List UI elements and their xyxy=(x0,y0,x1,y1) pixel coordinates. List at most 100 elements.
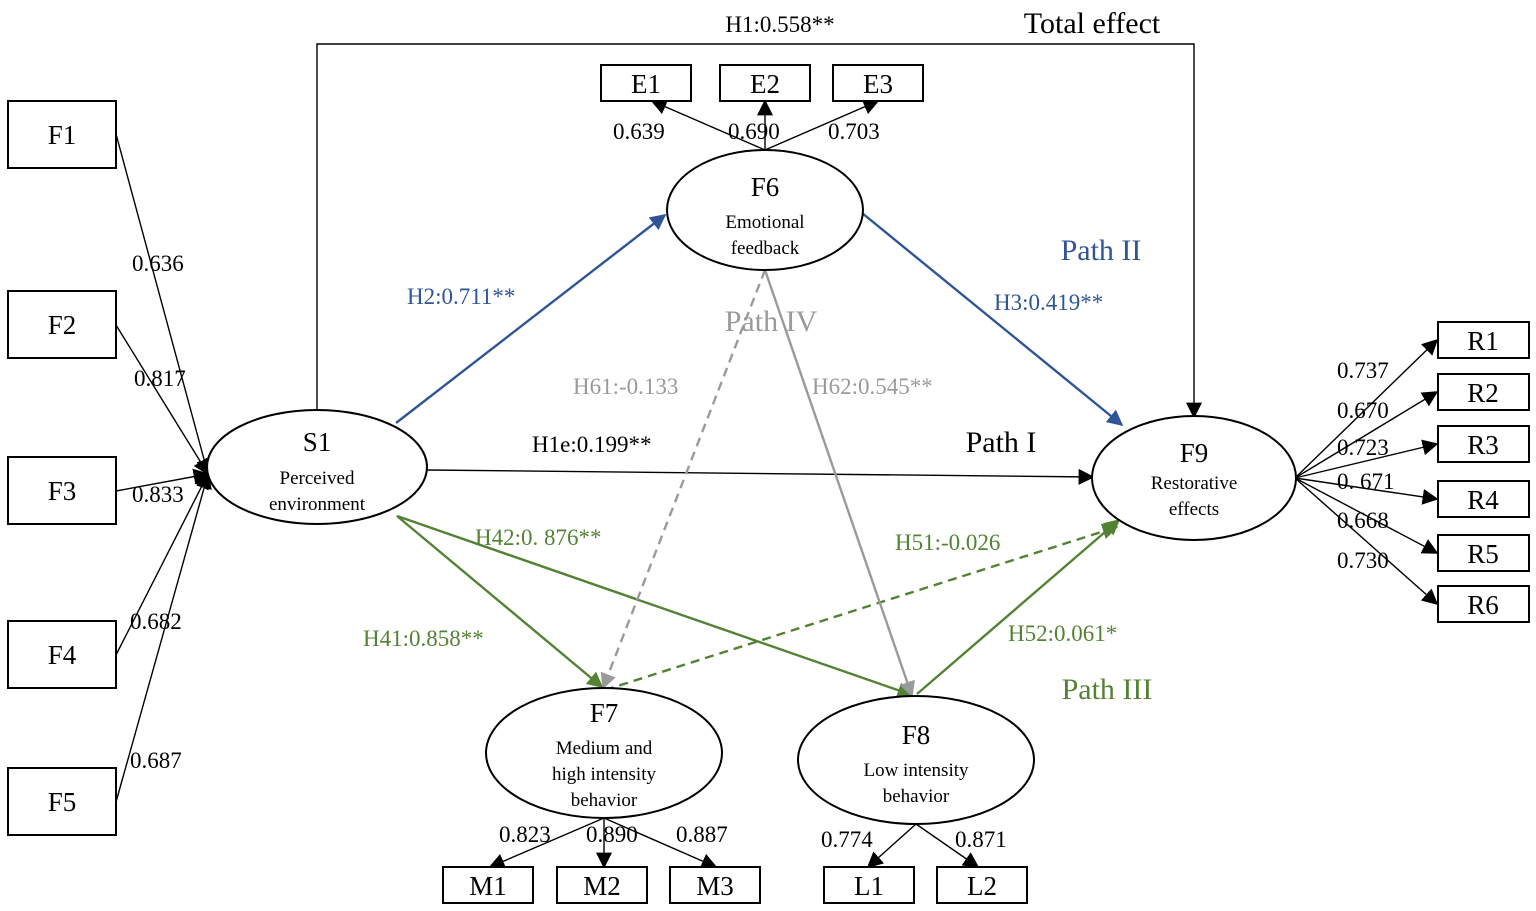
svg-text:F3: F3 xyxy=(48,476,77,506)
indicator-box-e3: E3 xyxy=(832,64,924,102)
path-iii-title: Path III xyxy=(1062,673,1153,706)
latent-s1: S1 Perceived environment xyxy=(206,409,428,525)
svg-text:R6: R6 xyxy=(1467,590,1499,620)
h1-coefficient: H1:0.558** xyxy=(725,12,834,37)
indicator-box-l1: L1 xyxy=(823,866,915,904)
loading-r2: 0.670 xyxy=(1337,398,1389,423)
loading-e2: 0.690 xyxy=(728,119,780,144)
loading-f1: 0.636 xyxy=(132,251,184,276)
path-h1e-arrow xyxy=(426,468,1095,485)
path-ii-title: Path II xyxy=(1061,234,1142,267)
indicator-box-e2: E2 xyxy=(719,64,811,102)
svg-text:L1: L1 xyxy=(854,871,884,901)
latent-f9: F9 Restorative effects xyxy=(1091,415,1297,541)
latent-f6-desc-2: feedback xyxy=(731,238,800,259)
indicator-box-e1: E1 xyxy=(600,64,692,102)
loading-r1: 0.737 xyxy=(1337,358,1389,383)
svg-text:F4: F4 xyxy=(48,640,77,670)
latent-f8-desc-2: behavior xyxy=(883,786,950,807)
indicator-box-f2: F2 xyxy=(7,290,117,359)
path-titles: Path I Path II Path III Path IV xyxy=(725,234,1153,706)
svg-text:L2: L2 xyxy=(967,871,997,901)
h52-coefficient: H52:0.061* xyxy=(1008,621,1117,646)
loading-f5: 0.687 xyxy=(130,748,182,773)
latent-f7-desc-3: behavior xyxy=(571,790,638,811)
loading-r5: 0.668 xyxy=(1337,508,1389,533)
m-indicator-boxes: M1 M2 M3 0.823 0.890 0.887 xyxy=(442,822,761,904)
f-loadings xyxy=(115,133,212,803)
svg-text:F2: F2 xyxy=(48,310,77,340)
e-loadings xyxy=(650,99,880,151)
svg-text:E1: E1 xyxy=(631,69,661,99)
svg-text:M3: M3 xyxy=(696,871,734,901)
h3-coefficient: H3:0.419** xyxy=(994,290,1103,315)
path-coefficients: H2:0.711** H3:0.419** H1e:0.199** H61:-0… xyxy=(363,284,1117,651)
path-i-title: Path I xyxy=(966,426,1037,459)
loading-m2: 0.890 xyxy=(586,822,638,847)
loading-e3: 0.703 xyxy=(828,119,880,144)
latent-f9-desc-1: Restorative xyxy=(1151,473,1238,494)
indicator-box-r5: R5 xyxy=(1437,534,1530,572)
loading-e1: 0.639 xyxy=(613,119,665,144)
indicator-box-f1: F1 xyxy=(7,100,117,169)
loading-m3: 0.887 xyxy=(676,822,728,847)
indicator-box-f3: F3 xyxy=(7,456,117,525)
svg-text:R3: R3 xyxy=(1467,430,1499,460)
h41-coefficient: H41:0.858** xyxy=(363,626,484,651)
loading-m1: 0.823 xyxy=(499,822,551,847)
svg-text:R5: R5 xyxy=(1467,539,1499,569)
svg-text:F1: F1 xyxy=(48,120,77,150)
indicator-box-f5: F5 xyxy=(7,767,117,836)
path-iv-title: Path IV xyxy=(725,305,818,338)
latent-s1-desc-2: environment xyxy=(269,494,366,515)
latent-f7-desc-2: high intensity xyxy=(552,764,656,785)
f-loading-labels: 0.636 0.817 0.833 0.682 0.687 xyxy=(130,251,186,773)
path-h2-arrow xyxy=(395,214,667,424)
e-indicator-boxes: E1 E2 E3 0.639 0.690 0.703 xyxy=(600,64,924,144)
indicator-box-m1: M1 xyxy=(442,866,534,904)
latent-f9-desc-2: effects xyxy=(1169,499,1219,520)
path-h41-arrow xyxy=(396,515,604,689)
r-loadings xyxy=(1294,338,1439,606)
svg-text:M2: M2 xyxy=(583,871,621,901)
svg-text:E3: E3 xyxy=(863,69,893,99)
loading-l2: 0.871 xyxy=(955,827,1007,852)
svg-text:R1: R1 xyxy=(1467,326,1499,356)
svg-text:M1: M1 xyxy=(469,871,507,901)
path-h52-arrow xyxy=(916,518,1121,695)
svg-text:E2: E2 xyxy=(750,69,780,99)
latent-s1-name: S1 xyxy=(303,427,332,457)
h42-coefficient: H42:0. 876** xyxy=(475,525,602,550)
structural-paths xyxy=(395,212,1124,698)
latent-f6-desc-1: Emotional xyxy=(725,212,804,233)
latent-f8-desc-1: Low intensity xyxy=(863,760,969,781)
loading-f2: 0.817 xyxy=(134,366,186,391)
latent-f7: F7 Medium and high intensity behavior xyxy=(485,687,723,819)
h62-coefficient: H62:0.545** xyxy=(812,374,933,399)
indicator-box-f4: F4 xyxy=(7,620,117,689)
path-h3-arrow xyxy=(861,212,1124,427)
latent-f6: F6 Emotional feedback xyxy=(666,149,864,271)
latent-f6-name: F6 xyxy=(751,172,780,202)
latent-f8-name: F8 xyxy=(902,720,931,750)
r-indicator-boxes: R1 R2 R3 R4 R5 R6 0.737 0.670 0.723 0. 6… xyxy=(1337,321,1530,623)
indicator-box-r4: R4 xyxy=(1437,480,1530,518)
path-h42-arrow xyxy=(396,514,914,698)
loading-r6: 0.730 xyxy=(1337,548,1389,573)
l-loadings xyxy=(866,823,980,869)
indicator-box-l2: L2 xyxy=(936,866,1028,904)
latent-f9-name: F9 xyxy=(1180,438,1209,468)
loading-r3: 0.723 xyxy=(1337,435,1389,460)
f-indicator-boxes: F1 F2 F3 F4 F5 xyxy=(7,100,117,836)
indicator-box-m2: M2 xyxy=(556,866,648,904)
m-loadings xyxy=(488,817,718,869)
svg-text:R4: R4 xyxy=(1467,485,1499,515)
total-effect-path: H1:0.558** Total effect xyxy=(316,7,1202,419)
latent-f7-desc-1: Medium and xyxy=(556,738,653,759)
loading-f3: 0.833 xyxy=(132,482,184,507)
loading-r4: 0. 671 xyxy=(1337,469,1395,494)
latent-s1-desc-1: Perceived xyxy=(280,468,355,489)
latent-f7-name: F7 xyxy=(590,698,619,728)
indicator-box-r3: R3 xyxy=(1437,425,1530,463)
